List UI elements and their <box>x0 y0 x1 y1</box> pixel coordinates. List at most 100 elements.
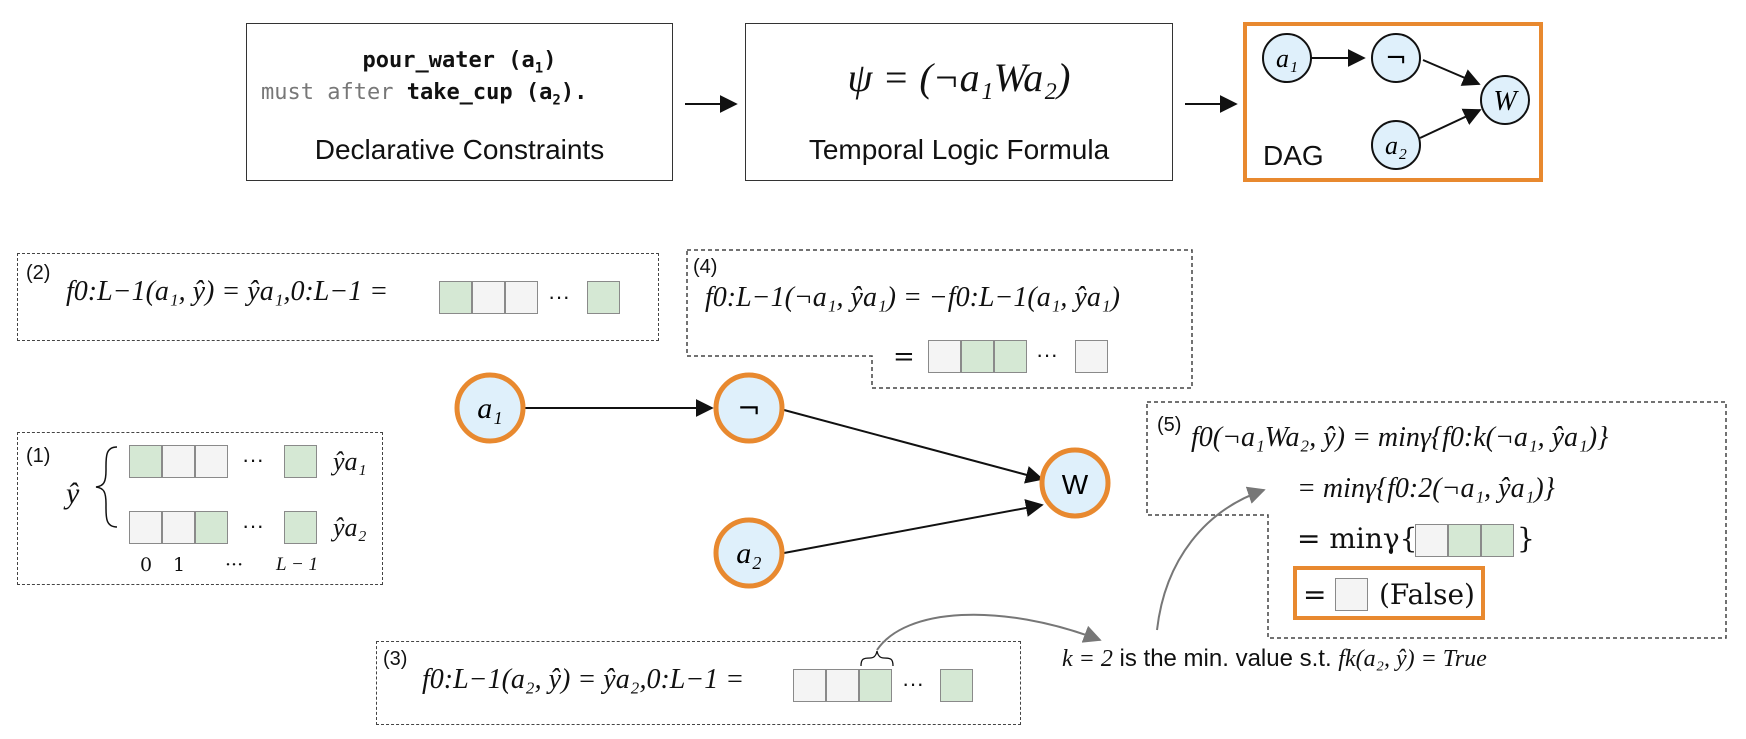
node-not-label: ¬ <box>737 392 760 425</box>
min-k-condition: fk(a₂, ŷ) = True <box>1338 646 1487 672</box>
cell-true <box>994 340 1027 373</box>
panel-5-line-3-end: } <box>1517 522 1535 555</box>
cell-true <box>940 669 973 702</box>
node-a2-label: a₂ <box>736 537 761 570</box>
ellipsis: ··· <box>902 671 924 696</box>
cell-true <box>129 445 162 478</box>
dag-edge-not-w <box>1422 59 1481 86</box>
panel-1-tag: (1) <box>26 445 51 467</box>
dag-node-not <box>1371 33 1421 83</box>
panel-5: (5) f0(¬a₁Wa₂, ŷ) = minγ{f0:k(¬a₁, ŷa₁)}… <box>1145 400 1728 640</box>
panel-1: (1) ŷ ··· ŷa₁ ··· ŷa₂ 0 1 ··· L − 1 <box>17 432 383 585</box>
node-a2 <box>713 517 785 589</box>
cell-true <box>1481 524 1514 557</box>
panel-2: (2) f0:L−1(a₁, ŷ) = ŷa₁,0:L−1 = ··· <box>17 253 659 341</box>
cell-false <box>928 340 961 373</box>
yhat-a1-label: ŷa₁ <box>333 447 367 476</box>
constraint-arg-2-sub: 2 <box>552 92 561 109</box>
brace-icon <box>95 446 118 528</box>
cell-true <box>195 511 228 544</box>
constraint-paren-1: ) <box>543 48 557 73</box>
cell-false <box>162 445 195 478</box>
node-w <box>1039 447 1111 519</box>
dag-node-a2-label: a₂ <box>1385 131 1407 160</box>
edge-a2-w <box>783 499 1044 554</box>
cell-false <box>505 281 538 314</box>
constraint-arg-1: (a <box>508 48 535 73</box>
panel-2-formula: f0:L−1(a₁, ŷ) = ŷa₁,0:L−1 = <box>66 276 389 307</box>
edge-not-w <box>783 409 1044 484</box>
min-k-note: k = 2 is the min. value s.t. fk(a₂, ŷ) =… <box>1062 645 1487 673</box>
cell-false <box>1415 524 1448 557</box>
dag-node-a1 <box>1262 33 1312 83</box>
cell-true <box>961 340 994 373</box>
temporal-logic-box: ψ = (¬a₁Wa₂) Temporal Logic Formula <box>745 23 1173 181</box>
panel-4: (4) f0:L−1(¬a₁, ŷa₁) = −f0:L−1(a₁, ŷa₁) … <box>685 250 1192 388</box>
panel-5-tag: (5) <box>1157 414 1182 436</box>
constraint-arg-2: (a <box>525 80 553 105</box>
panel-5-line-2: = minγ{f0:2(¬a₁, ŷa₁)} <box>1297 473 1555 504</box>
cell-false <box>195 445 228 478</box>
panel-4-equals: = <box>893 342 915 372</box>
panel-3: (3) f0:L−1(a₂, ŷ) = ŷa₂,0:L−1 = ··· <box>376 641 1021 725</box>
cell-false <box>129 511 162 544</box>
panel-4-formula: f0:L−1(¬a₁, ŷa₁) = −f0:L−1(a₁, ŷa₁) <box>705 282 1120 313</box>
panel-3-formula: f0:L−1(a₂, ŷ) = ŷa₂,0:L−1 = <box>422 664 745 695</box>
cell-false <box>793 669 826 702</box>
cell-false <box>1335 578 1368 611</box>
ellipsis: ··· <box>548 284 570 309</box>
panel-4-outline <box>686 249 1193 389</box>
panel-2-tag: (2) <box>26 262 51 284</box>
cell-true <box>859 669 892 702</box>
panel-5-line-1: f0(¬a₁Wa₂, ŷ) = minγ{f0:k(¬a₁, ŷa₁)} <box>1191 422 1609 453</box>
declarative-constraints-box: pour_water (a1) must after take_cup (a2)… <box>246 23 673 181</box>
false-result-label: (False) <box>1379 578 1475 611</box>
constraint-line-2: must after take_cup (a2). <box>261 80 587 108</box>
axis-ellipsis: ··· <box>225 554 244 576</box>
min-k-value: k = 2 <box>1062 646 1113 672</box>
panel-4-tag: (4) <box>693 256 718 278</box>
node-a1 <box>454 372 526 444</box>
yhat-a2-label: ŷa₂ <box>333 513 367 542</box>
cell-true <box>284 445 317 478</box>
node-not <box>713 372 785 444</box>
yhat-label: ŷ <box>66 477 80 510</box>
curved-arrow-to-panel-5 <box>1156 486 1266 631</box>
false-result-equals: = <box>1303 578 1327 611</box>
ellipsis: ··· <box>1036 342 1058 367</box>
constraint-end: ). <box>560 80 588 105</box>
panel-5-line-3-start: = minγ{ <box>1297 522 1418 555</box>
cell-false <box>472 281 505 314</box>
dag-node-a1-label: a₁ <box>1276 44 1298 73</box>
dag-node-not-label: ¬ <box>1385 44 1407 74</box>
panel-5-outline <box>1146 401 1727 639</box>
axis-tick-0: 0 <box>140 554 153 576</box>
temporal-logic-formula: ψ = (¬a₁Wa₂) <box>847 55 1071 100</box>
dag-node-w <box>1480 75 1530 125</box>
node-a1-label: a₁ <box>477 392 502 425</box>
dag-label: DAG <box>1263 140 1324 171</box>
dag-node-w-label: W <box>1493 86 1519 117</box>
false-result-box: = (False) <box>1293 566 1485 620</box>
cell-true <box>1448 524 1481 557</box>
cell-false <box>162 511 195 544</box>
constraint-action-2: take_cup <box>406 80 513 105</box>
constraint-arg-1-sub: 1 <box>534 60 544 77</box>
cell-true <box>587 281 620 314</box>
min-k-text: is the min. value s.t. <box>1112 645 1339 672</box>
panel-3-tag: (3) <box>383 648 408 670</box>
dag-node-a2 <box>1371 120 1421 170</box>
constraint-action-1: pour_water <box>362 48 495 73</box>
axis-tick-last: L − 1 <box>276 554 319 575</box>
dag-edge-a2-w <box>1419 108 1482 139</box>
curved-arrow-to-note <box>876 613 1102 651</box>
constraint-line-1: pour_water (a1) <box>247 48 672 76</box>
constraint-relation: must after <box>261 80 407 105</box>
cell-false <box>1075 340 1108 373</box>
constraint-caption: Declarative Constraints <box>314 134 605 165</box>
node-w-label: W <box>1062 469 1089 500</box>
temporal-logic-caption: Temporal Logic Formula <box>808 134 1110 165</box>
ellipsis: ··· <box>242 513 264 538</box>
cell-true <box>439 281 472 314</box>
